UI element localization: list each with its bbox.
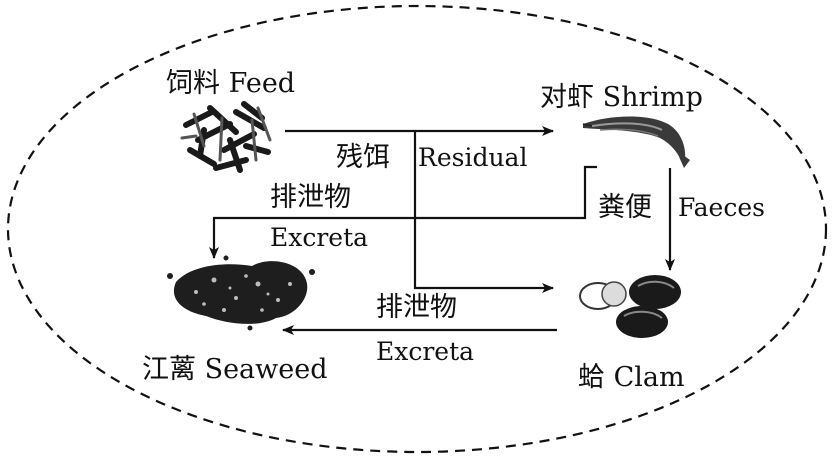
- residual-label-en: Residual: [418, 143, 527, 172]
- faeces-label-cn: 粪便: [598, 192, 652, 223]
- residual-label-cn: 残饵: [336, 142, 390, 173]
- shrimp-excreta-label-cn: 排泄物: [270, 182, 351, 213]
- clam-excreta-label-cn: 排泄物: [376, 292, 457, 323]
- feed-label: 饲料 Feed: [166, 68, 295, 99]
- system-boundary: [6, 4, 828, 454]
- feed-pellets-icon: [180, 101, 272, 173]
- shrimp-label: 对虾 Shrimp: [540, 82, 703, 113]
- arrow-shrimp-excreta-to-seaweed: [209, 165, 597, 259]
- shrimp-excreta-label-en: Excreta: [270, 223, 368, 252]
- shrimp-icon: [582, 116, 690, 168]
- faeces-label-en: Faeces: [678, 193, 765, 222]
- clam-label: 蛤 Clam: [578, 362, 685, 393]
- clam-excreta-label-en: Excreta: [376, 337, 474, 366]
- arrow-residual-to-clam: [413, 131, 554, 293]
- seaweed-label: 江蓠 Seaweed: [142, 354, 328, 385]
- clam-icon: [579, 275, 681, 338]
- seaweed-icon: [167, 255, 315, 331]
